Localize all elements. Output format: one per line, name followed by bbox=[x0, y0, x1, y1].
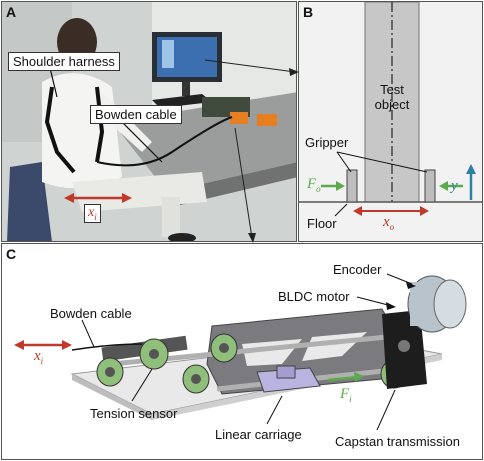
input-displacement-arrow bbox=[14, 340, 72, 350]
position-arrow bbox=[353, 206, 429, 216]
panel-b-schematic: B Test object Gripper Floor Fo xo y bbox=[298, 1, 483, 242]
pulley-center bbox=[139, 338, 169, 370]
encoder-label: Encoder bbox=[333, 262, 382, 277]
xi-c-subscript: i bbox=[40, 356, 44, 366]
vertical-arrow bbox=[466, 164, 476, 200]
force-arrow-right bbox=[439, 181, 463, 191]
position-xo-label: xo bbox=[383, 214, 394, 232]
xi-symbol: x bbox=[88, 205, 95, 220]
force-fi-arrow bbox=[327, 372, 364, 382]
gripper-left bbox=[346, 169, 358, 203]
force-fo-label: Fo bbox=[307, 176, 321, 194]
panel-c-render: C Encoder BLDC motor Bowden cable Tensio… bbox=[1, 243, 483, 460]
xi-c-symbol: x bbox=[34, 348, 41, 364]
displacement-arrow bbox=[64, 193, 132, 203]
panel-b-label: B bbox=[303, 4, 314, 20]
bowden-cable-label-c: Bowden cable bbox=[50, 306, 132, 321]
fo-subscript: o bbox=[316, 184, 321, 194]
force-arrow-left bbox=[321, 181, 345, 191]
person-torso bbox=[42, 73, 122, 189]
tension-sensor-label: Tension sensor bbox=[90, 406, 178, 421]
panel-c-drawing bbox=[14, 273, 467, 431]
xi-subscript: i bbox=[94, 211, 97, 222]
encoder-cap bbox=[433, 279, 467, 329]
linear-carriage-label: Linear carriage bbox=[215, 427, 302, 442]
gripper-right bbox=[424, 169, 436, 203]
fi-symbol: F bbox=[340, 386, 350, 402]
displacement-xi-label: xi bbox=[84, 204, 101, 223]
floor-label: Floor bbox=[307, 216, 337, 231]
bowden-cable-line bbox=[96, 116, 233, 167]
pulley-right bbox=[182, 364, 210, 394]
panel-c-label: C bbox=[6, 246, 17, 262]
pulley-frame bbox=[210, 333, 238, 363]
bowden-cable-label-a: Bowden cable bbox=[90, 105, 182, 124]
bowden-cable-line-c bbox=[71, 343, 143, 351]
panel-a-photo: A Shoulder harness Bowden cable xi bbox=[1, 1, 297, 242]
force-fi-label: Fi bbox=[340, 386, 352, 404]
chair bbox=[7, 162, 52, 241]
bldc-motor-label: BLDC motor bbox=[278, 289, 350, 304]
panel-b-drawing bbox=[299, 2, 482, 217]
xo-subscript: o bbox=[389, 222, 395, 232]
input-xi-label: xi bbox=[34, 348, 43, 366]
xo-symbol: x bbox=[383, 214, 390, 230]
panel-a-scene bbox=[2, 2, 296, 241]
gripper-label: Gripper bbox=[305, 135, 349, 150]
test-object-label: Test object bbox=[374, 82, 410, 112]
capstan-transmission-label: Capstan transmission bbox=[335, 434, 460, 449]
fi-subscript: i bbox=[349, 394, 352, 404]
harness-strap bbox=[44, 86, 76, 174]
panel-a-label: A bbox=[6, 4, 17, 20]
fo-symbol: F bbox=[307, 176, 317, 192]
pulley-left bbox=[96, 357, 124, 387]
vertical-y-label: y bbox=[451, 178, 458, 194]
shoulder-harness-label: Shoulder harness bbox=[8, 52, 120, 71]
